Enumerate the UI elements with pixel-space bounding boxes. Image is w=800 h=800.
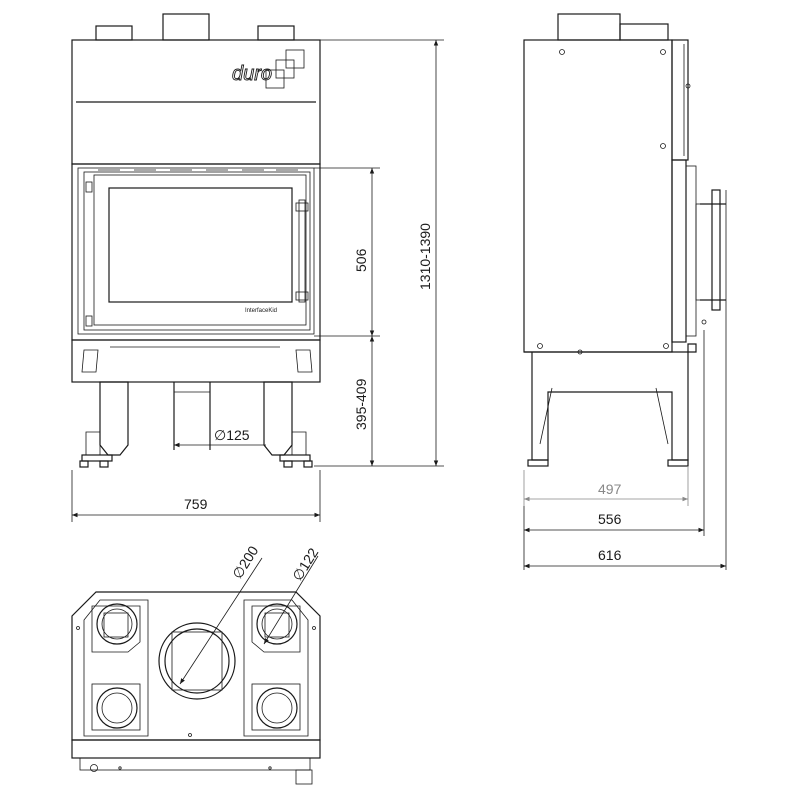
side-dimensions: 497 556 616 (523, 190, 727, 570)
front-dimensions: ∅125 759 506 395-409 1310-1390 (71, 39, 444, 522)
front-top-collar-right (257, 25, 295, 41)
top-front-edge (71, 739, 321, 759)
brand-logo: duro (232, 49, 305, 89)
side-depth-total-label: 616 (598, 547, 622, 563)
outlet-diameter-label: ∅125 (214, 427, 250, 443)
glass-height-label: 506 (353, 248, 369, 272)
door-glass (108, 187, 293, 303)
side-depth-mid-label: 556 (598, 511, 622, 527)
leg-height-label: 395-409 (353, 378, 369, 430)
front-leg-left (79, 381, 129, 468)
top-center-diameter-label: ∅200 (229, 543, 262, 582)
top-collar-rear-left (91, 683, 141, 731)
front-vent-left (81, 349, 99, 373)
top-collar-front-right (251, 603, 301, 653)
side-body (523, 39, 673, 353)
front-base-band (71, 339, 321, 383)
front-view: duro InterfaceKid (71, 13, 321, 468)
logo-text: duro (232, 63, 272, 85)
top-corner-diameter-label: ∅122 (289, 545, 322, 584)
front-top-collar-left (95, 25, 133, 41)
front-leg-right (263, 381, 313, 468)
top-collar-front-left (91, 603, 141, 653)
side-door-profile (671, 159, 687, 343)
side-rear-upper (671, 39, 689, 161)
side-top-collar (557, 13, 621, 41)
top-center-flue (158, 622, 236, 700)
side-stand (524, 343, 697, 461)
total-height-label: 1310-1390 (417, 223, 433, 290)
side-screws (537, 49, 707, 355)
front-top-collar-center (162, 13, 210, 41)
front-vent-right (295, 349, 313, 373)
door-plate-text: InterfaceKid (245, 308, 277, 314)
door-handle (298, 199, 306, 303)
top-collar-rear-right (251, 683, 301, 731)
side-depth-inner-label: 497 (598, 481, 622, 497)
front-width-label: 759 (184, 496, 208, 512)
side-view (523, 13, 726, 467)
side-handle (711, 189, 721, 311)
top-plate (71, 591, 321, 741)
top-view (71, 591, 321, 785)
front-outlet-pipe (173, 382, 211, 450)
